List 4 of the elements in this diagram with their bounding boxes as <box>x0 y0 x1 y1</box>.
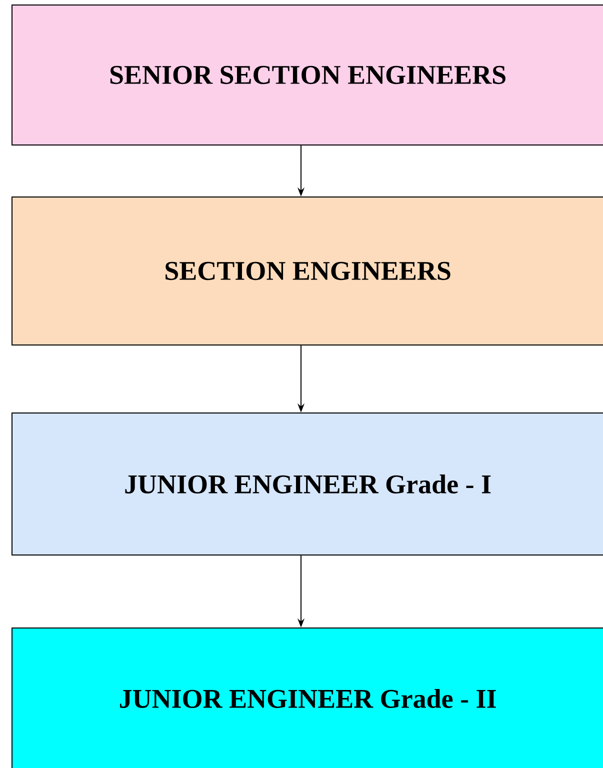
rank-box: JUNIOR ENGINEER Grade - I <box>12 412 603 556</box>
rank-box: SECTION ENGINEERS <box>12 196 603 346</box>
rank-box: JUNIOR ENGINEER Grade - II <box>12 628 603 768</box>
rank-box: SENIOR SECTION ENGINEERS <box>12 4 603 146</box>
